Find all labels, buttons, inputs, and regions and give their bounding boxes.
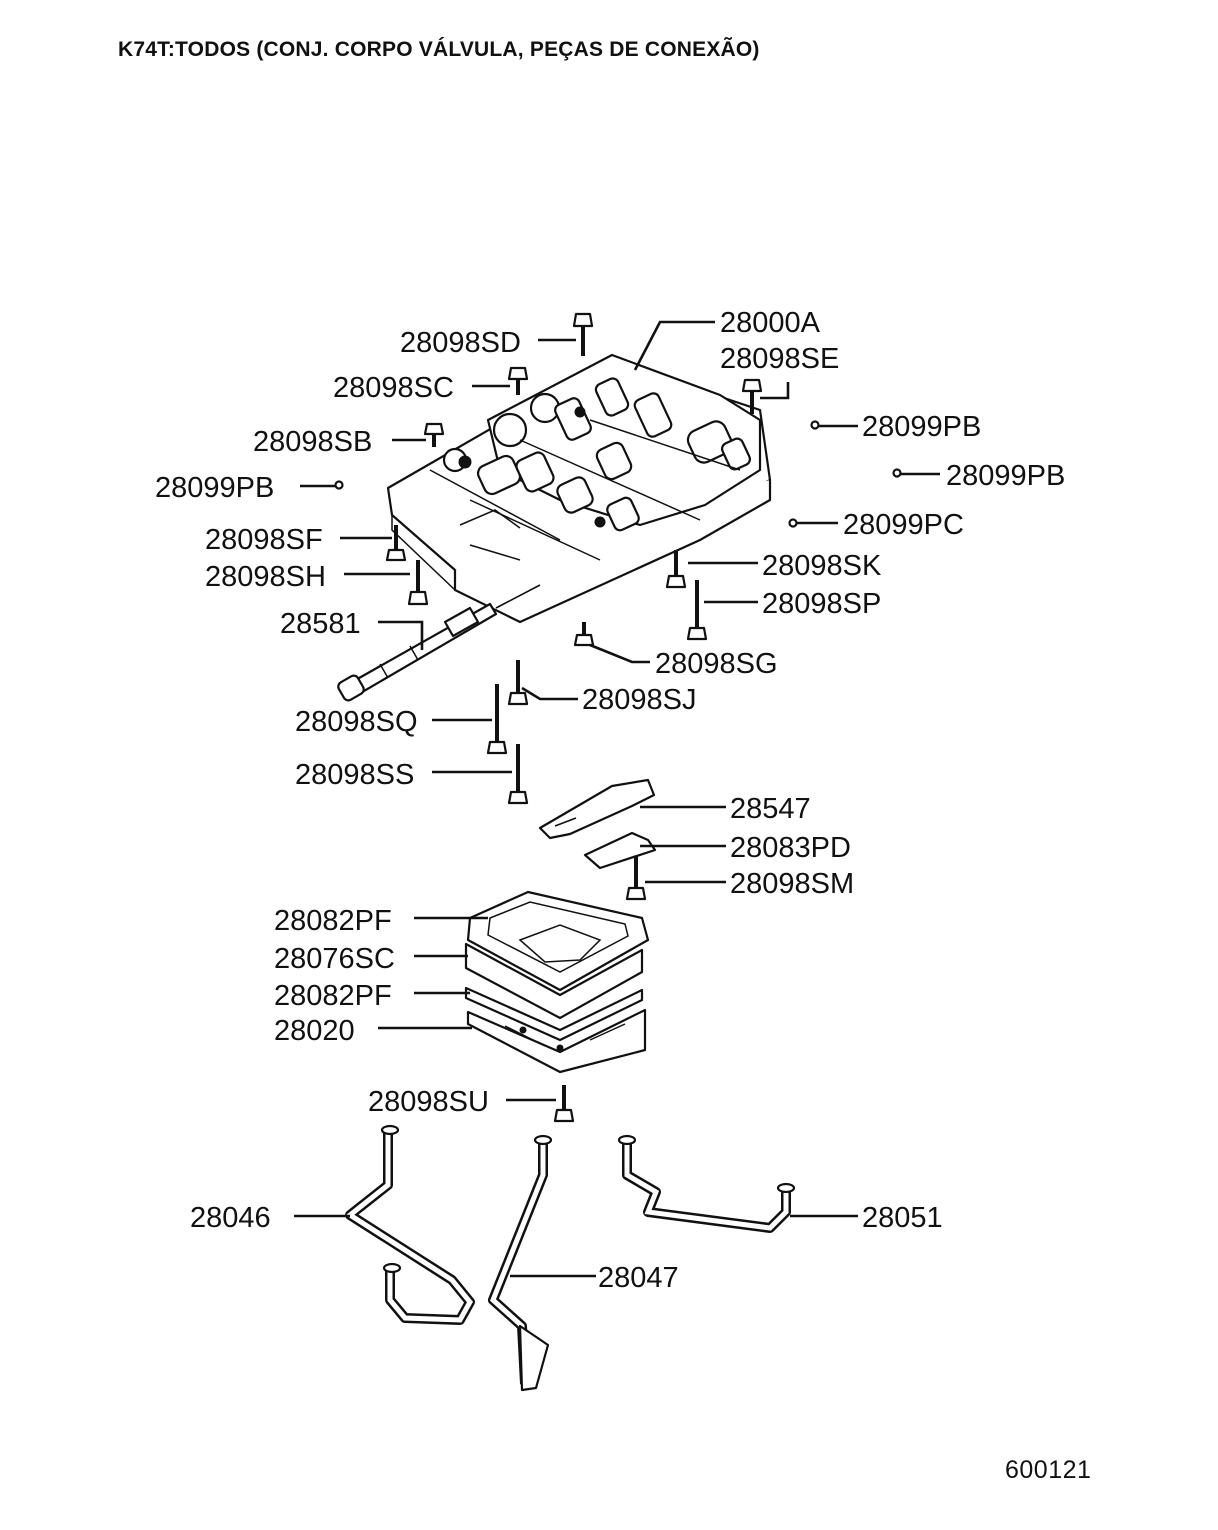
bolt-28098SM[interactable] <box>625 856 647 901</box>
callout-28581[interactable]: 28581 <box>280 608 361 640</box>
pipe-28051[interactable] <box>617 1134 796 1233</box>
callout-28098SS[interactable]: 28098SS <box>295 759 414 791</box>
callout-28098SF[interactable]: 28098SF <box>205 524 323 556</box>
bolt-28098SH[interactable] <box>407 560 429 606</box>
bolt-28098SC[interactable] <box>507 366 529 395</box>
diagram-id: 600121 <box>1005 1456 1092 1484</box>
callout-28098SU[interactable]: 28098SU <box>368 1086 489 1118</box>
callout-28099PB-right[interactable]: 28099PB <box>946 460 1065 492</box>
callout-labels: 28000A 28098SD 28098SE 28098SC 28099PB 2… <box>155 307 1065 1294</box>
bolt-28098SK[interactable] <box>665 550 687 589</box>
gasket-28082PF-lower[interactable] <box>464 986 644 1042</box>
bolt-28098SE[interactable] <box>741 378 763 414</box>
pin-28099PB-right-lower[interactable] <box>892 468 902 478</box>
callout-28547[interactable]: 28547 <box>730 793 811 825</box>
callout-28098SP[interactable]: 28098SP <box>762 588 881 620</box>
callout-28083PD[interactable]: 28083PD <box>730 832 851 864</box>
bolt-28098SS[interactable] <box>507 744 529 805</box>
callout-28098SB[interactable]: 28098SB <box>253 426 372 458</box>
bolt-28098SG[interactable] <box>573 622 595 647</box>
callout-28098SC[interactable]: 28098SC <box>333 372 454 404</box>
callout-28082PF-lower[interactable]: 28082PF <box>274 980 392 1012</box>
plate-28083PD[interactable] <box>583 831 657 870</box>
callout-28000A[interactable]: 28000A <box>720 307 821 339</box>
bolt-28098SF[interactable] <box>385 525 407 562</box>
callout-28098SE[interactable]: 28098SE <box>720 343 839 375</box>
callout-28098SK[interactable]: 28098SK <box>762 550 882 582</box>
bolt-28098SQ[interactable] <box>486 684 508 755</box>
valve-body-assembly[interactable] <box>386 353 772 624</box>
callout-28098SQ[interactable]: 28098SQ <box>295 706 418 738</box>
callout-28098SJ[interactable]: 28098SJ <box>582 684 697 716</box>
callout-28047[interactable]: 28047 <box>598 1262 679 1294</box>
leader-lines <box>294 320 940 1278</box>
pin-28099PB-left[interactable] <box>334 480 344 490</box>
callout-28098SH[interactable]: 28098SH <box>205 561 326 593</box>
callout-28051[interactable]: 28051 <box>862 1202 943 1234</box>
gasket-28082PF-upper[interactable] <box>466 890 650 992</box>
bolt-28098SU[interactable] <box>553 1085 575 1123</box>
callout-28020[interactable]: 28020 <box>274 1015 355 1047</box>
bolt-28098SJ[interactable] <box>507 660 529 706</box>
pin-28099PC[interactable] <box>788 518 798 528</box>
callout-28076SC[interactable]: 28076SC <box>274 943 395 975</box>
bracket-28547[interactable] <box>538 778 656 840</box>
oil-pan-28020[interactable] <box>466 1008 647 1074</box>
page-title: K74T:TODOS (CONJ. CORPO VÁLVULA, PEÇAS D… <box>118 38 760 61</box>
callout-28098SM[interactable]: 28098SM <box>730 868 854 900</box>
callout-28099PC[interactable]: 28099PC <box>843 509 964 541</box>
bolt-28098SB[interactable] <box>423 422 445 447</box>
bolt-28098SD[interactable] <box>572 312 594 356</box>
callout-28046[interactable]: 28046 <box>190 1202 271 1234</box>
filter-28076SC[interactable] <box>464 924 644 1020</box>
callout-28082PF-upper[interactable]: 28082PF <box>274 905 392 937</box>
shaft-28581[interactable] <box>336 584 541 702</box>
callout-28099PB-left[interactable]: 28099PB <box>155 472 274 504</box>
callout-28099PB-upper[interactable]: 28099PB <box>862 411 981 443</box>
callout-28098SD[interactable]: 28098SD <box>400 327 521 359</box>
bolt-28098SP[interactable] <box>686 580 708 641</box>
callout-28098SG[interactable]: 28098SG <box>655 648 778 680</box>
pin-28099PB-right-upper[interactable] <box>810 420 820 430</box>
pipe-28047[interactable] <box>488 1134 553 1392</box>
pipe-28046[interactable] <box>345 1124 475 1325</box>
